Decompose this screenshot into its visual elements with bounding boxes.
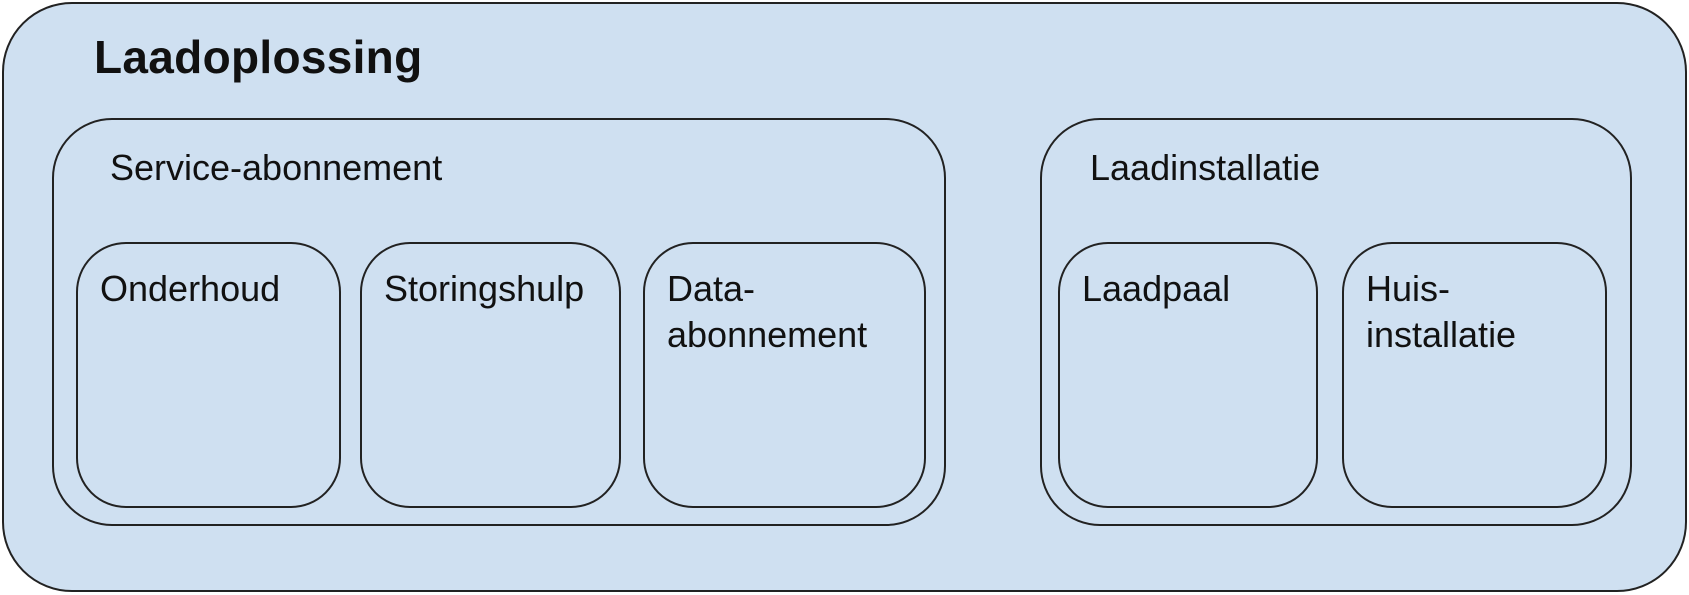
huis-installatie-label: Huis- installatie — [1366, 268, 1517, 355]
storingshulp-label: Storingshulp — [384, 268, 585, 309]
laadinstallatie-group: Laadinstallatie — [1040, 118, 1632, 526]
data-abonnement-label: Data- abonnement — [667, 268, 868, 355]
laadpaal-label: Laadpaal — [1082, 268, 1231, 309]
storingshulp-box: Storingshulp — [360, 242, 621, 508]
laadinstallatie-label: Laadinstallatie — [1090, 147, 1321, 188]
data-abonnement-box: Data- abonnement — [643, 242, 926, 508]
laadpaal-box: Laadpaal — [1058, 242, 1318, 508]
onderhoud-label: Onderhoud — [100, 268, 281, 309]
onderhoud-box: Onderhoud — [76, 242, 341, 508]
service-abonnement-label: Service-abonnement — [110, 147, 443, 188]
diagram-title: Laadoplossing — [94, 31, 423, 83]
service-abonnement-group: Service-abonnement — [52, 118, 946, 526]
huis-installatie-box: Huis- installatie — [1342, 242, 1607, 508]
